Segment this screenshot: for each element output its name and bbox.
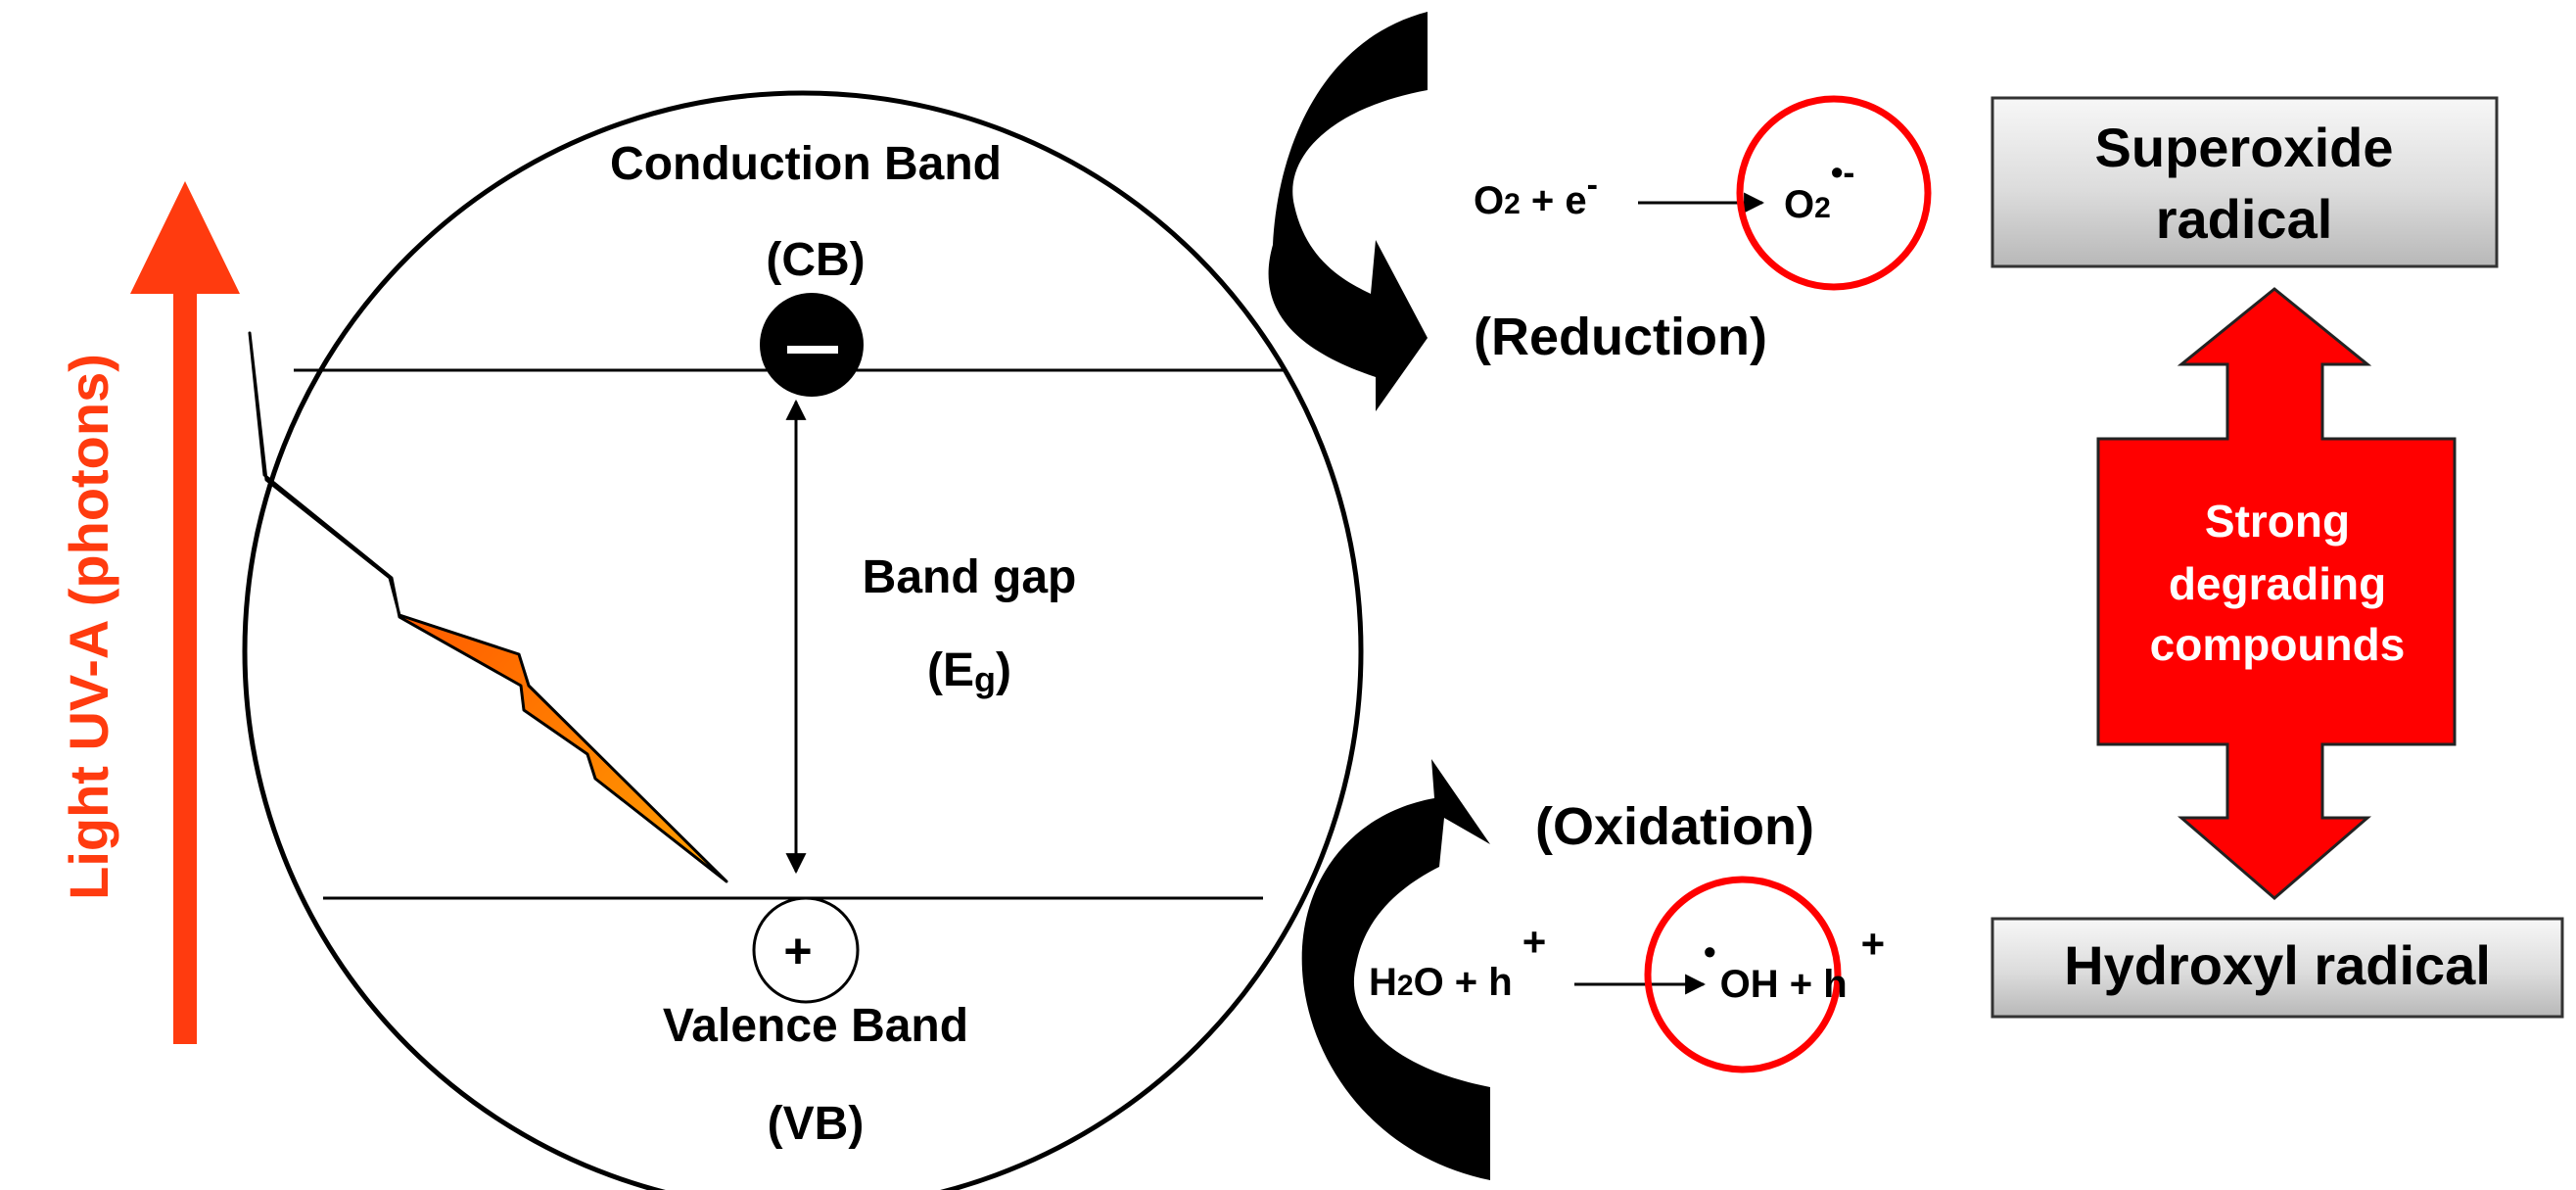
hydroxyl-radical-box: Hydroxyl radical bbox=[1991, 917, 2564, 1019]
degrading-double-arrow bbox=[2096, 287, 2457, 900]
degrading-line1: Strong bbox=[2205, 496, 2350, 547]
superoxide-radical-box: Superoxide radical bbox=[1991, 96, 2499, 268]
oxidation-curved-arrow bbox=[1301, 759, 1490, 1180]
hydroxyl-highlight-circle bbox=[1644, 876, 1842, 1073]
degrading-line3: compounds bbox=[2150, 619, 2406, 670]
superoxide-label-line2: radical bbox=[2156, 188, 2333, 250]
reduction-label: (Reduction) bbox=[1474, 308, 1767, 366]
reduction-equation: O2 + e- bbox=[1474, 167, 1598, 222]
vb-abbreviation: (VB) bbox=[768, 1098, 865, 1150]
hydroxyl-product: •OH + h+ bbox=[1704, 921, 1885, 1006]
semiconductor-particle bbox=[242, 90, 1364, 1190]
hole: + bbox=[752, 896, 860, 1004]
band-gap-label: Band gap bbox=[863, 551, 1077, 603]
reduction-curved-arrow bbox=[1268, 12, 1428, 411]
oxidation-label: (Oxidation) bbox=[1535, 797, 1814, 856]
superoxide-label-line1: Superoxide bbox=[2095, 117, 2394, 178]
conduction-band-label: Conduction Band bbox=[610, 138, 1002, 190]
degrading-line2: degrading bbox=[2169, 558, 2386, 609]
uv-light-label: Light UV-A (photons) bbox=[58, 354, 119, 900]
cb-abbreviation: (CB) bbox=[766, 234, 865, 286]
electron bbox=[760, 293, 864, 397]
uv-light-arrow bbox=[130, 181, 240, 1044]
oxidation-equation: H2O + h+ bbox=[1369, 919, 1546, 1004]
superoxide-highlight-circle bbox=[1736, 95, 1932, 291]
svg-text:+: + bbox=[783, 924, 812, 978]
valence-band-label: Valence Band bbox=[663, 1000, 968, 1052]
photon-lightning-bolt bbox=[248, 331, 728, 883]
band-gap-symbol: (Eg) bbox=[927, 644, 1011, 699]
superoxide-product: O2•- bbox=[1784, 152, 1854, 226]
hydroxyl-label: Hydroxyl radical bbox=[2064, 934, 2491, 996]
